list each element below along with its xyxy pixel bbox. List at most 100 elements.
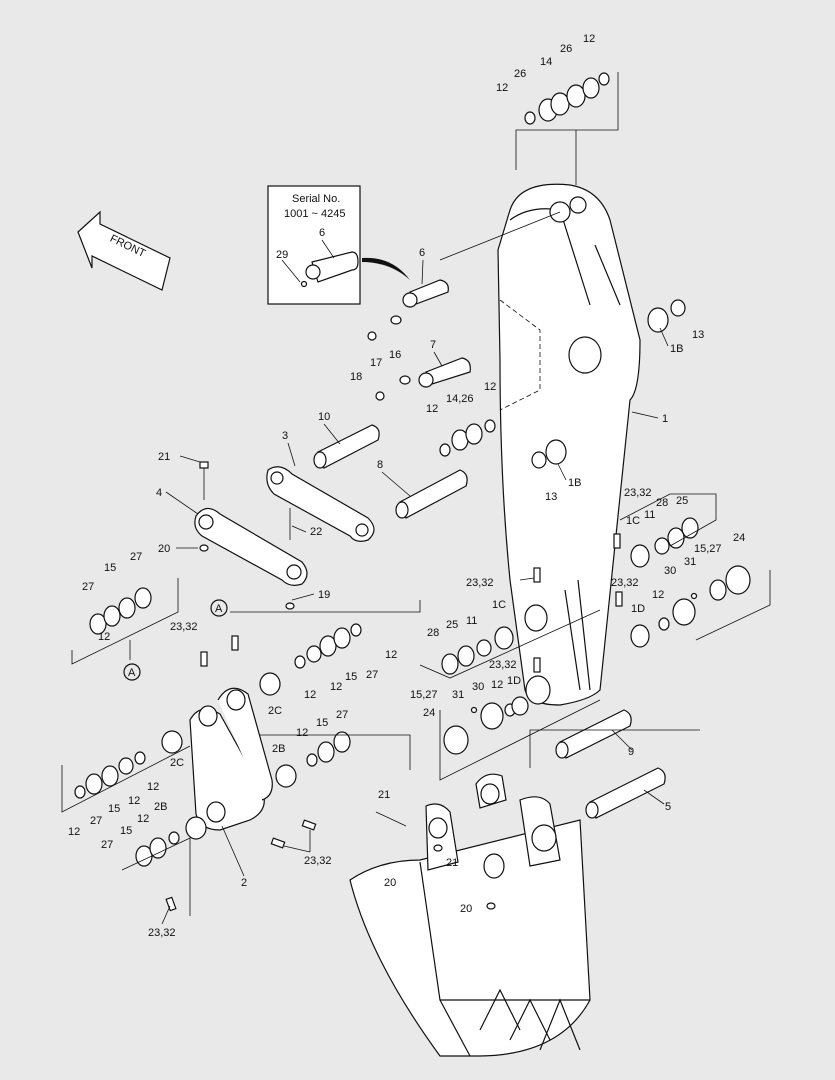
callout-23-32-right: 23,32 [611, 577, 639, 589]
callout-19: 19 [318, 589, 330, 601]
callout-20-bucket: 20 [384, 877, 396, 889]
callout-27-left-mid: 27 [90, 815, 102, 827]
link-4 [194, 507, 308, 586]
callout-26-top-left: 26 [514, 68, 526, 80]
serial-box: Serial No. 1001 ~ 4245 [267, 185, 361, 305]
callout-12-mid-left: 12 [426, 403, 438, 415]
callout-2b-right: 2B [272, 743, 285, 755]
callout-25-right: 25 [676, 495, 688, 507]
ref-a-circle-bottom [123, 663, 141, 681]
ref-a-circle-top [210, 599, 228, 617]
bushing-1b-lower [531, 439, 567, 469]
washers-left-top [89, 587, 152, 635]
callout-15-left-top: 15 [104, 562, 116, 574]
callout-17: 17 [370, 357, 382, 369]
callout-23-32-top-right: 23,32 [624, 487, 652, 499]
callout-2b-left: 2B [154, 801, 167, 813]
callout-12-left-b: 12 [128, 795, 140, 807]
callout-25-lower: 25 [446, 619, 458, 631]
callout-27-left-bottom: 27 [101, 839, 113, 851]
callout-11-lower: 11 [466, 615, 477, 627]
pin-5 [585, 767, 666, 819]
callout-12-2b: 12 [296, 727, 308, 739]
washers-left-bottom [135, 831, 180, 867]
link-3 [266, 466, 375, 542]
callout-1c-lower: 1C [492, 599, 506, 611]
callout-23-32-lower: 23,32 [489, 659, 517, 671]
bushing-1b-upper [647, 299, 686, 333]
callout-13-lower: 13 [545, 491, 557, 503]
callout-1d-lower: 1D [507, 675, 521, 687]
callout-27-left-top: 27 [82, 581, 94, 593]
callout-14-26: 14,26 [446, 393, 474, 405]
callout-15-left-bottom: 15 [120, 825, 132, 837]
callout-12-mid-right: 12 [484, 381, 496, 393]
callout-28-right: 28 [656, 497, 668, 509]
callout-21-bucket: 21 [378, 789, 390, 801]
callout-2c-left: 2C [170, 757, 184, 769]
callout-23-32-arm: 23,32 [466, 577, 494, 589]
washers-left-mid [74, 751, 146, 799]
callout-31-right: 31 [684, 556, 696, 568]
callout-27-left-top-b: 27 [130, 551, 142, 563]
serial-line1: Serial No. [292, 193, 340, 205]
link-2 [189, 687, 273, 831]
callout-12-left-a: 12 [147, 781, 159, 793]
bushing-2c-left [161, 730, 183, 754]
washers-right-2b [306, 731, 351, 767]
callout-23-32-bottom: 23,32 [148, 927, 176, 939]
bushing-2b-right [275, 764, 297, 788]
callout-22: 22 [310, 526, 322, 538]
washers-mid-right [294, 623, 362, 669]
callout-12-arm-1d: 12 [652, 589, 664, 601]
callout-1b-lower: 1B [568, 477, 581, 489]
top-washers [524, 72, 610, 125]
callout-27-2b: 27 [336, 709, 348, 721]
callout-12-2c-a: 12 [304, 689, 316, 701]
callout-13-upper: 13 [692, 329, 704, 341]
callout-6-box: 6 [319, 227, 325, 239]
callout-30-right: 30 [664, 565, 676, 577]
callout-8: 8 [377, 459, 383, 471]
callout-20-left: 20 [158, 543, 170, 555]
callout-12-left-d: 12 [137, 813, 149, 825]
pin-10 [313, 424, 380, 469]
bucket [349, 773, 591, 1057]
pin-7 [375, 357, 471, 401]
washers-arm-1c [630, 517, 751, 601]
bushing-2b-left [185, 816, 207, 840]
callout-15-left-mid: 15 [108, 803, 120, 815]
callout-23-32-bucket: 23,32 [304, 855, 332, 867]
washers-1d-lower [443, 696, 529, 755]
callout-12-1d: 12 [491, 679, 503, 691]
callout-12-top-right: 12 [583, 33, 595, 45]
callout-1: 1 [662, 413, 668, 425]
pin-9 [555, 709, 632, 759]
callout-9: 9 [628, 746, 634, 758]
callout-24-lower: 24 [423, 707, 435, 719]
callout-11-upper: 11 [644, 509, 655, 521]
callout-15-27-right: 15,27 [694, 543, 722, 555]
callout-1d-upper: 1D [631, 603, 645, 615]
callout-2: 2 [241, 877, 247, 889]
callout-1b-upper: 1B [670, 343, 683, 355]
callout-15-2b: 15 [316, 717, 328, 729]
callout-26-top-right: 26 [560, 43, 572, 55]
callout-2c-right: 2C [268, 705, 282, 717]
callout-21-left: 21 [158, 451, 170, 463]
callout-a-top: A [215, 603, 223, 615]
callout-12-2c-b: 12 [330, 681, 342, 693]
callout-1c-upper: 1C [626, 515, 640, 527]
grease-nipples [165, 533, 623, 912]
callout-12-right-stack: 12 [385, 649, 397, 661]
callout-6: 6 [419, 247, 425, 259]
callout-24-right: 24 [733, 532, 745, 544]
callout-5: 5 [665, 801, 671, 813]
leader-lines [161, 239, 669, 925]
callout-3: 3 [282, 430, 288, 442]
washers-1c-lower [441, 604, 548, 675]
callout-12-top-left: 12 [496, 82, 508, 94]
callout-10: 10 [318, 411, 330, 423]
callout-23-32-left: 23,32 [170, 621, 198, 633]
